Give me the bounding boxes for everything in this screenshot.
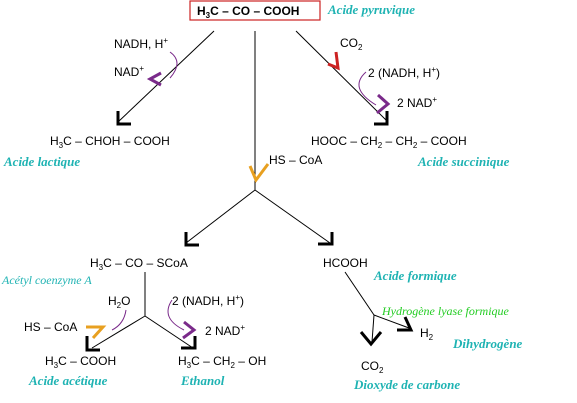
succinic-formula: HOOC – CH2 – CH2 – COOH [311, 134, 467, 150]
acetyl-to-ethanol-line [144, 315, 194, 349]
succinic-cofactor-arc [358, 71, 377, 106]
arrow-line-to-acetyl [185, 189, 256, 244]
acetyl-cofactor-out: 2 NAD+ [205, 323, 245, 338]
succinic-name: Acide succinique [417, 154, 510, 169]
arrow-line-to-succinic [295, 30, 389, 123]
acetyl-to-acetic-line [91, 315, 146, 349]
lactic-cofactor-in: NADH, H+ [114, 36, 168, 51]
lactic-name: Acide lactique [3, 154, 80, 169]
pyruvate-formula: H3C – CO – COOH [197, 4, 299, 20]
formic-formula: HCOOH [323, 256, 368, 270]
acetic-name: Acide acétique [28, 373, 108, 388]
succinic-cofactor-in: 2 (NADH, H+) [368, 65, 440, 80]
succinic-co2: CO2 [340, 36, 363, 52]
arrow-line-to-lactic [117, 30, 215, 123]
formic-down-line [344, 271, 375, 316]
succinic-cofactor-arrowhead [376, 93, 391, 115]
arrowhead-to-ethanol [181, 336, 197, 350]
h2-name: Dihydrogène [452, 336, 523, 351]
acetyl-water: H2O [108, 294, 130, 310]
central-coa-in: HS – CoA [269, 153, 322, 167]
acetyl-formula: H3C – CO – SCoA [90, 256, 188, 272]
ethanol-formula: H3C – CH2 – OH [178, 354, 266, 370]
formic-name: Acide formique [373, 268, 457, 283]
lactic-cofactor-arc [169, 51, 178, 79]
arrow-line-to-formic [254, 189, 331, 244]
acetyl-name: Acétyl coenzyme A [1, 273, 92, 287]
pyruvate-name: Acide pyruvique [327, 2, 415, 17]
co2-name: Dioxyde de carbone [353, 377, 460, 392]
acetic-formula: H3C – COOH [45, 354, 116, 370]
arrowhead-to-co2 [359, 331, 383, 347]
acetyl-cofactor-in: 2 (NADH, H+) [172, 293, 244, 308]
arrowhead-to-h2 [397, 316, 414, 332]
succinic-co2-arrowhead [327, 51, 340, 71]
lactic-formula: H3C – CHOH – COOH [50, 134, 170, 150]
acetyl-water-arc [111, 309, 127, 331]
pyruvate-box [189, 0, 321, 21]
ethanol-name: Ethanol [180, 373, 225, 388]
formic-enzyme: Hydrogène lyase formique [381, 304, 510, 318]
arrowhead-to-formic [318, 232, 334, 246]
succinic-cofactor-out: 2 NAD+ [397, 95, 437, 110]
formic-to-h2-line [373, 314, 410, 329]
central-coa-arrowhead [248, 163, 270, 183]
lactic-cofactor-out: NAD+ [114, 64, 144, 79]
formic-to-co2-line [371, 314, 375, 343]
acetyl-cofactor-arrowhead [182, 320, 197, 340]
arrowhead-to-lactic [116, 111, 131, 126]
h2-formula: H2 [420, 326, 434, 342]
arrowhead-to-succinic [374, 111, 389, 126]
arrowhead-to-acetyl [184, 232, 199, 247]
acetyl-coa-out-arrowhead [86, 325, 107, 340]
acetyl-coa-out: HS – CoA [24, 320, 77, 334]
acetyl-cofactor-arc [167, 299, 185, 331]
lactic-cofactor-arrowhead [146, 71, 162, 87]
arrowhead-to-acetic [85, 336, 100, 352]
co2-formula: CO2 [361, 359, 384, 375]
